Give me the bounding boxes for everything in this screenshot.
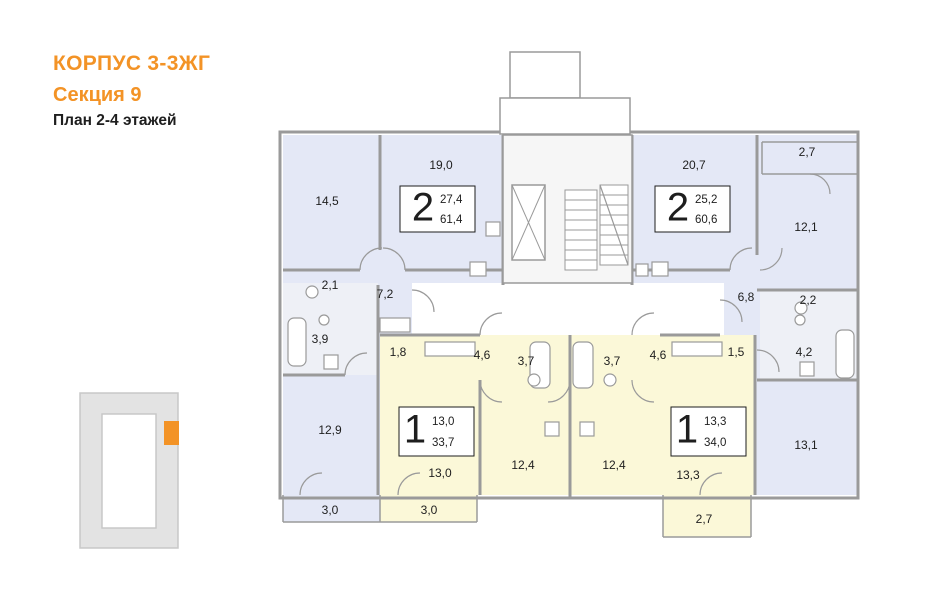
living-area: 13,0 [432, 416, 454, 428]
room-area: 14,5 [315, 194, 339, 208]
room-area: 13,1 [794, 438, 818, 452]
room-area: 3,7 [518, 354, 535, 368]
room-area: 4,6 [650, 348, 667, 362]
total-area: 34,0 [704, 437, 726, 449]
room-area: 7,2 [377, 287, 394, 301]
room-area: 6,8 [738, 290, 755, 304]
floors-subtitle: План 2-4 этажей [53, 112, 177, 129]
room-area: 13,0 [428, 466, 452, 480]
room-area: 1,8 [390, 345, 407, 359]
room-area: 12,1 [794, 220, 818, 234]
rooms-count: 1 [404, 408, 426, 452]
rooms-count: 2 [667, 186, 689, 230]
room-area: 3,9 [312, 332, 329, 346]
room-area: 19,0 [429, 158, 453, 172]
room-area: 4,2 [796, 345, 813, 359]
building-title: КОРПУС 3-3ЖГ [53, 52, 211, 75]
apt-label-left2: 2 27,4 61,4 [399, 185, 476, 233]
stair-core [499, 51, 633, 284]
room-area: 12,9 [318, 423, 342, 437]
room-area: 2,2 [800, 293, 817, 307]
rooms-count: 1 [676, 408, 698, 452]
section-title: Секция 9 [53, 84, 142, 106]
apt-label-right1: 1 13,3 34,0 [670, 406, 747, 457]
rooms-count: 2 [412, 186, 434, 230]
room-area: 12,4 [602, 458, 626, 472]
living-area: 27,4 [440, 194, 463, 206]
corridor [412, 283, 724, 335]
room-area: 3,7 [604, 354, 621, 368]
room-area: 13,3 [676, 468, 700, 482]
total-area: 60,6 [695, 214, 717, 226]
room-area: 12,4 [511, 458, 535, 472]
room-area: 1,5 [728, 345, 745, 359]
apt-label-left1: 1 13,0 33,7 [398, 406, 475, 457]
room-areas: 14,5 19,0 20,7 2,7 12,1 2,1 7,2 3,9 1,8 … [312, 145, 818, 526]
fixtures [287, 221, 855, 437]
total-area: 61,4 [440, 214, 463, 226]
room-area: 2,1 [322, 278, 339, 292]
doors [299, 173, 831, 496]
apt-label-right2: 2 25,2 60,6 [654, 185, 731, 233]
room-area: 20,7 [682, 158, 706, 172]
room-area: 4,6 [474, 348, 491, 362]
room-area: 2,7 [799, 145, 816, 159]
key-plan [79, 392, 179, 549]
room-area: 2,7 [696, 512, 713, 526]
room-area: 3,0 [322, 503, 339, 517]
total-area: 33,7 [432, 437, 454, 449]
room-area: 3,0 [421, 503, 438, 517]
living-area: 25,2 [695, 194, 717, 206]
selected-section-marker [164, 421, 179, 445]
living-area: 13,3 [704, 416, 726, 428]
